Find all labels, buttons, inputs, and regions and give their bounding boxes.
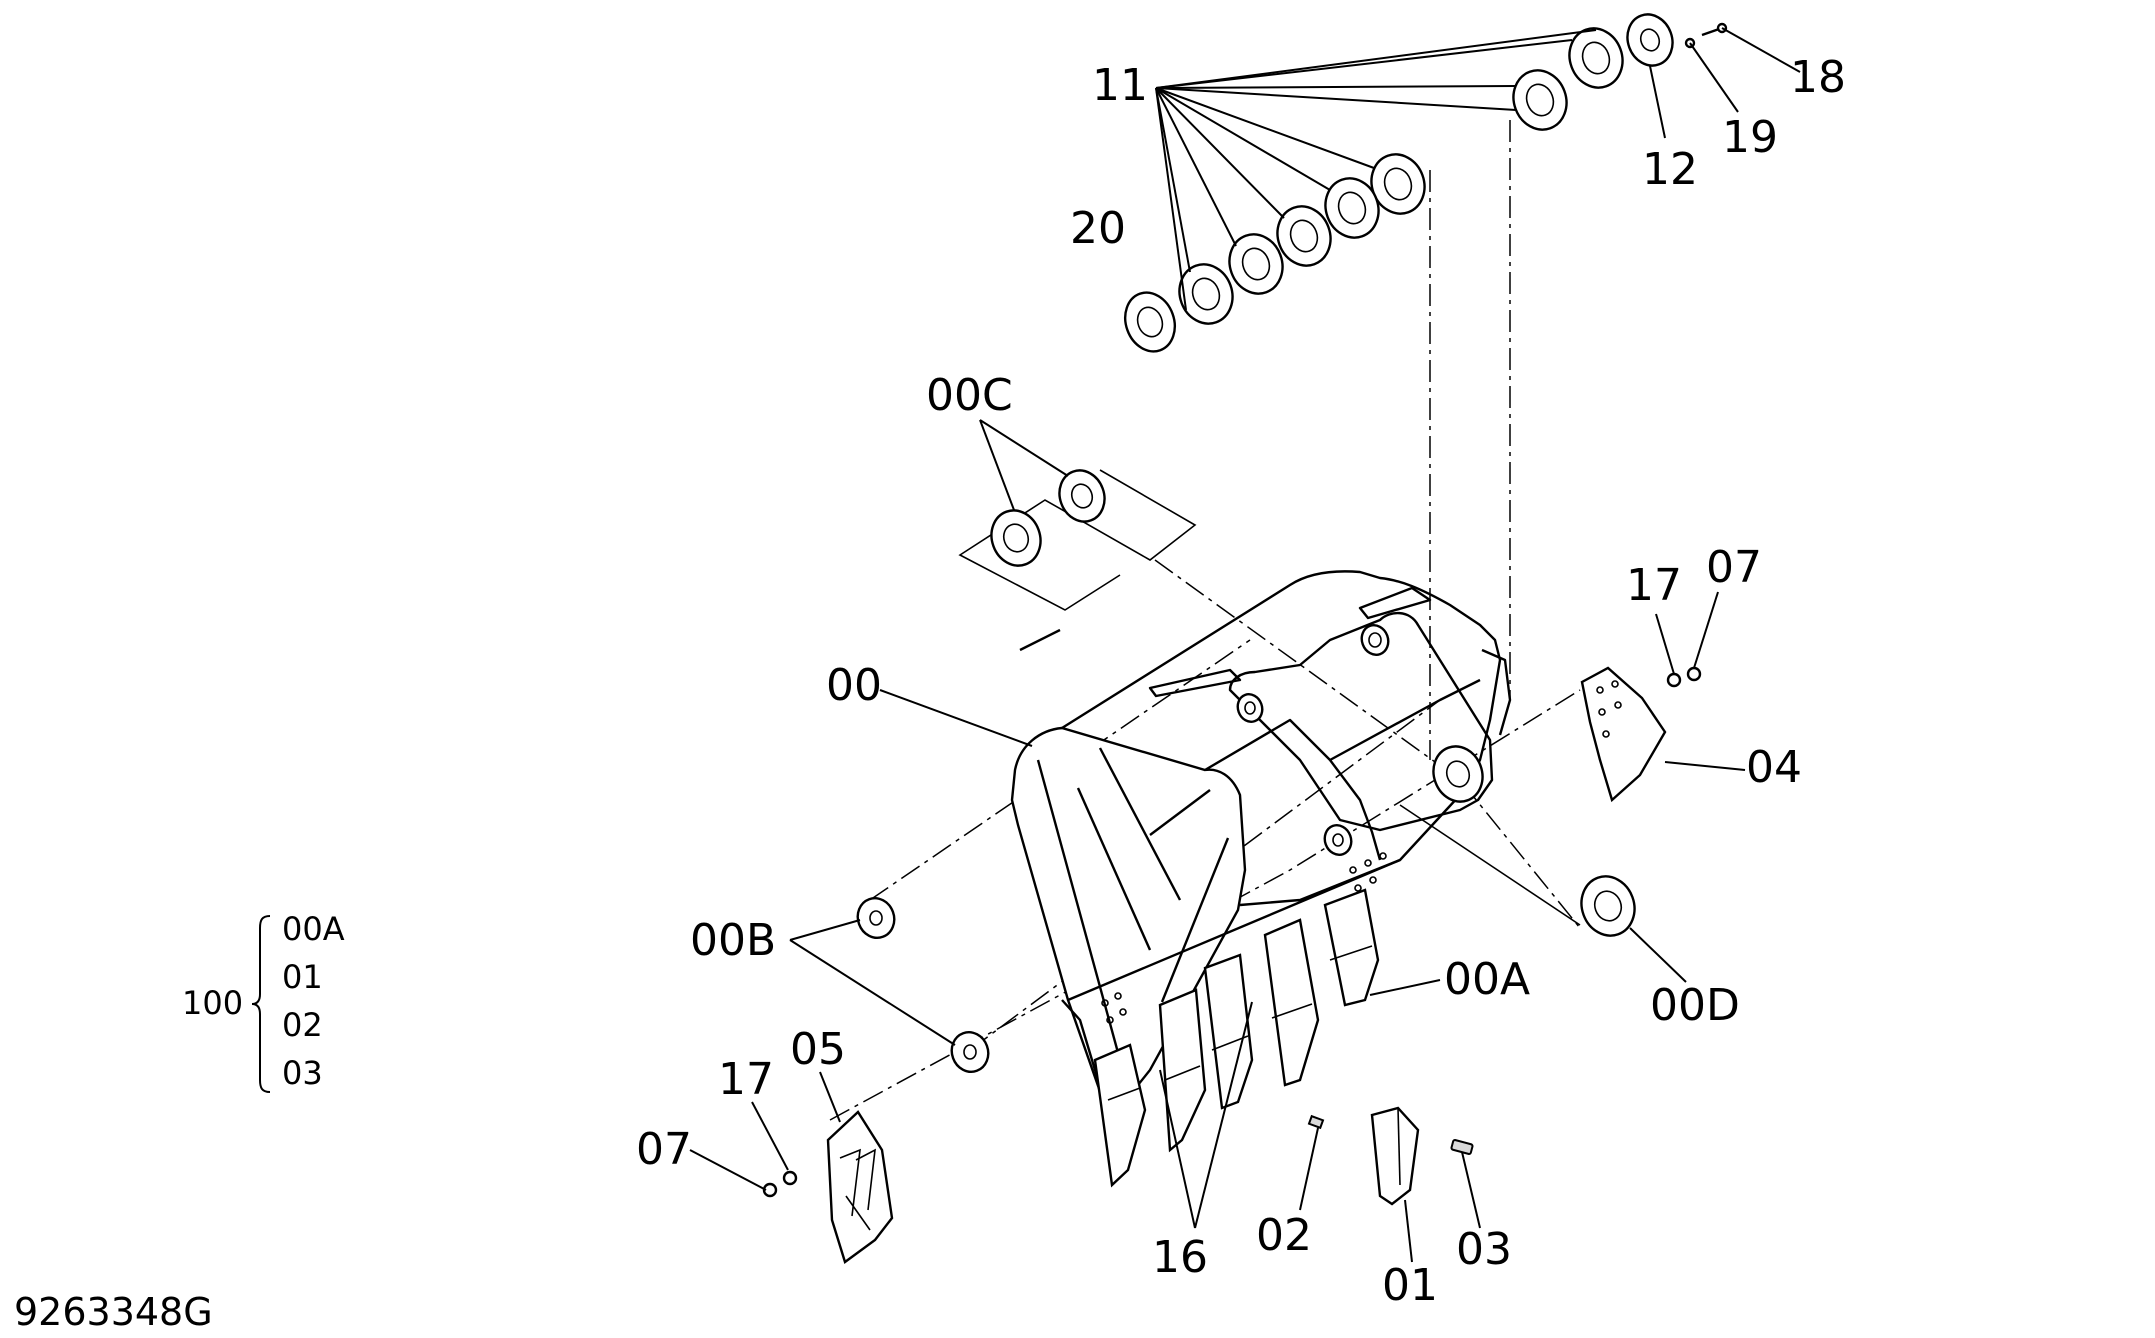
callout-04: 04 [1746, 742, 1802, 793]
bushing-00C-upper [1058, 469, 1106, 523]
washer-part-17-right [1666, 672, 1682, 688]
shim-ring [1512, 69, 1568, 131]
side-cutter-part-05 [826, 1110, 894, 1264]
callout-labels: 11 18 19 12 20 00C 00 17 07 04 00B 00A 0… [636, 52, 1846, 1311]
shim-stack [1178, 27, 1624, 325]
callout-11: 11 [1092, 60, 1148, 111]
assembly-member: 03 [282, 1054, 323, 1092]
assembly-member: 01 [282, 958, 323, 996]
pin-part-03 [1450, 1139, 1474, 1155]
leader-18 [1721, 27, 1801, 73]
leader-00A [1369, 979, 1441, 996]
callout-07-left: 07 [636, 1124, 692, 1175]
callout-19: 19 [1722, 112, 1778, 163]
assembly-member: 00A [282, 910, 345, 948]
document-code: 9263348G [14, 1290, 213, 1334]
leader-04 [1664, 761, 1746, 771]
callout-17-right: 17 [1626, 560, 1682, 611]
bucket-bolt-holes [1101, 852, 1387, 1024]
callout-02: 02 [1256, 1210, 1312, 1261]
callout-05: 05 [790, 1024, 846, 1075]
leader-17-right [1655, 613, 1675, 675]
shim-ring [1324, 177, 1380, 239]
side-cutter-part-04 [1580, 666, 1667, 803]
bushing-00D [1580, 875, 1636, 937]
leader-07-left [689, 1149, 767, 1191]
leader-11 [1155, 29, 1597, 311]
tooth-adapter [1263, 918, 1320, 1087]
tooth-adapter [1323, 888, 1380, 1007]
callout-01: 01 [1382, 1260, 1438, 1311]
assembly-number: 100 [182, 984, 243, 1022]
callout-16: 16 [1152, 1232, 1208, 1283]
callout-00A: 00A [1444, 954, 1530, 1005]
shim-ring [1276, 205, 1332, 267]
leader-00B [789, 919, 956, 1046]
bolt-part-18 [1701, 22, 1728, 37]
callout-07-right: 07 [1706, 542, 1762, 593]
leader-00 [879, 689, 1033, 747]
assembly-brace [251, 915, 271, 1093]
plate-part-12 [1626, 13, 1674, 67]
leader-lines [689, 27, 1801, 1263]
leader-01 [1404, 1199, 1413, 1263]
callout-17-left: 17 [718, 1054, 774, 1105]
leader-00D [1629, 927, 1687, 983]
leader-05 [819, 1071, 841, 1123]
assembly-group: 100 00A 01 02 03 [182, 910, 345, 1093]
leader-00C [979, 419, 1069, 511]
callout-20: 20 [1070, 203, 1126, 254]
nut-part-07-right [1686, 666, 1702, 682]
bucket-teeth [1093, 888, 1380, 1188]
washer-part-20 [1124, 291, 1176, 353]
callout-00C: 00C [926, 370, 1013, 421]
leader-07-right [1693, 591, 1719, 669]
callout-12: 12 [1642, 144, 1698, 195]
leader-03 [1461, 1151, 1481, 1229]
tooth-adapter [1093, 1043, 1147, 1188]
tooth-point-part-01 [1370, 1106, 1420, 1206]
bushing-00C-lower [990, 509, 1042, 567]
callout-03: 03 [1456, 1224, 1512, 1275]
callout-00B: 00B [690, 915, 776, 966]
tooth-adapter [1158, 988, 1207, 1153]
callout-18: 18 [1790, 52, 1846, 103]
callout-00: 00 [826, 660, 882, 711]
bucket-body [1010, 570, 1512, 1123]
callout-00D: 00D [1650, 980, 1740, 1031]
bushing-00B-upper [856, 897, 896, 939]
leader-12 [1649, 65, 1666, 139]
shim-ring [1178, 263, 1234, 325]
leader-02 [1299, 1127, 1319, 1211]
shim-ring [1568, 27, 1624, 89]
leader-16 [1159, 1001, 1253, 1229]
assembly-member: 02 [282, 1006, 323, 1044]
washer-part-17-left [782, 1170, 798, 1186]
leader-17-left [751, 1101, 789, 1171]
shim-ring [1228, 233, 1284, 295]
bushing-00B-lower [950, 1031, 990, 1073]
lock-part-02 [1307, 1114, 1325, 1130]
leader-19 [1689, 42, 1739, 113]
